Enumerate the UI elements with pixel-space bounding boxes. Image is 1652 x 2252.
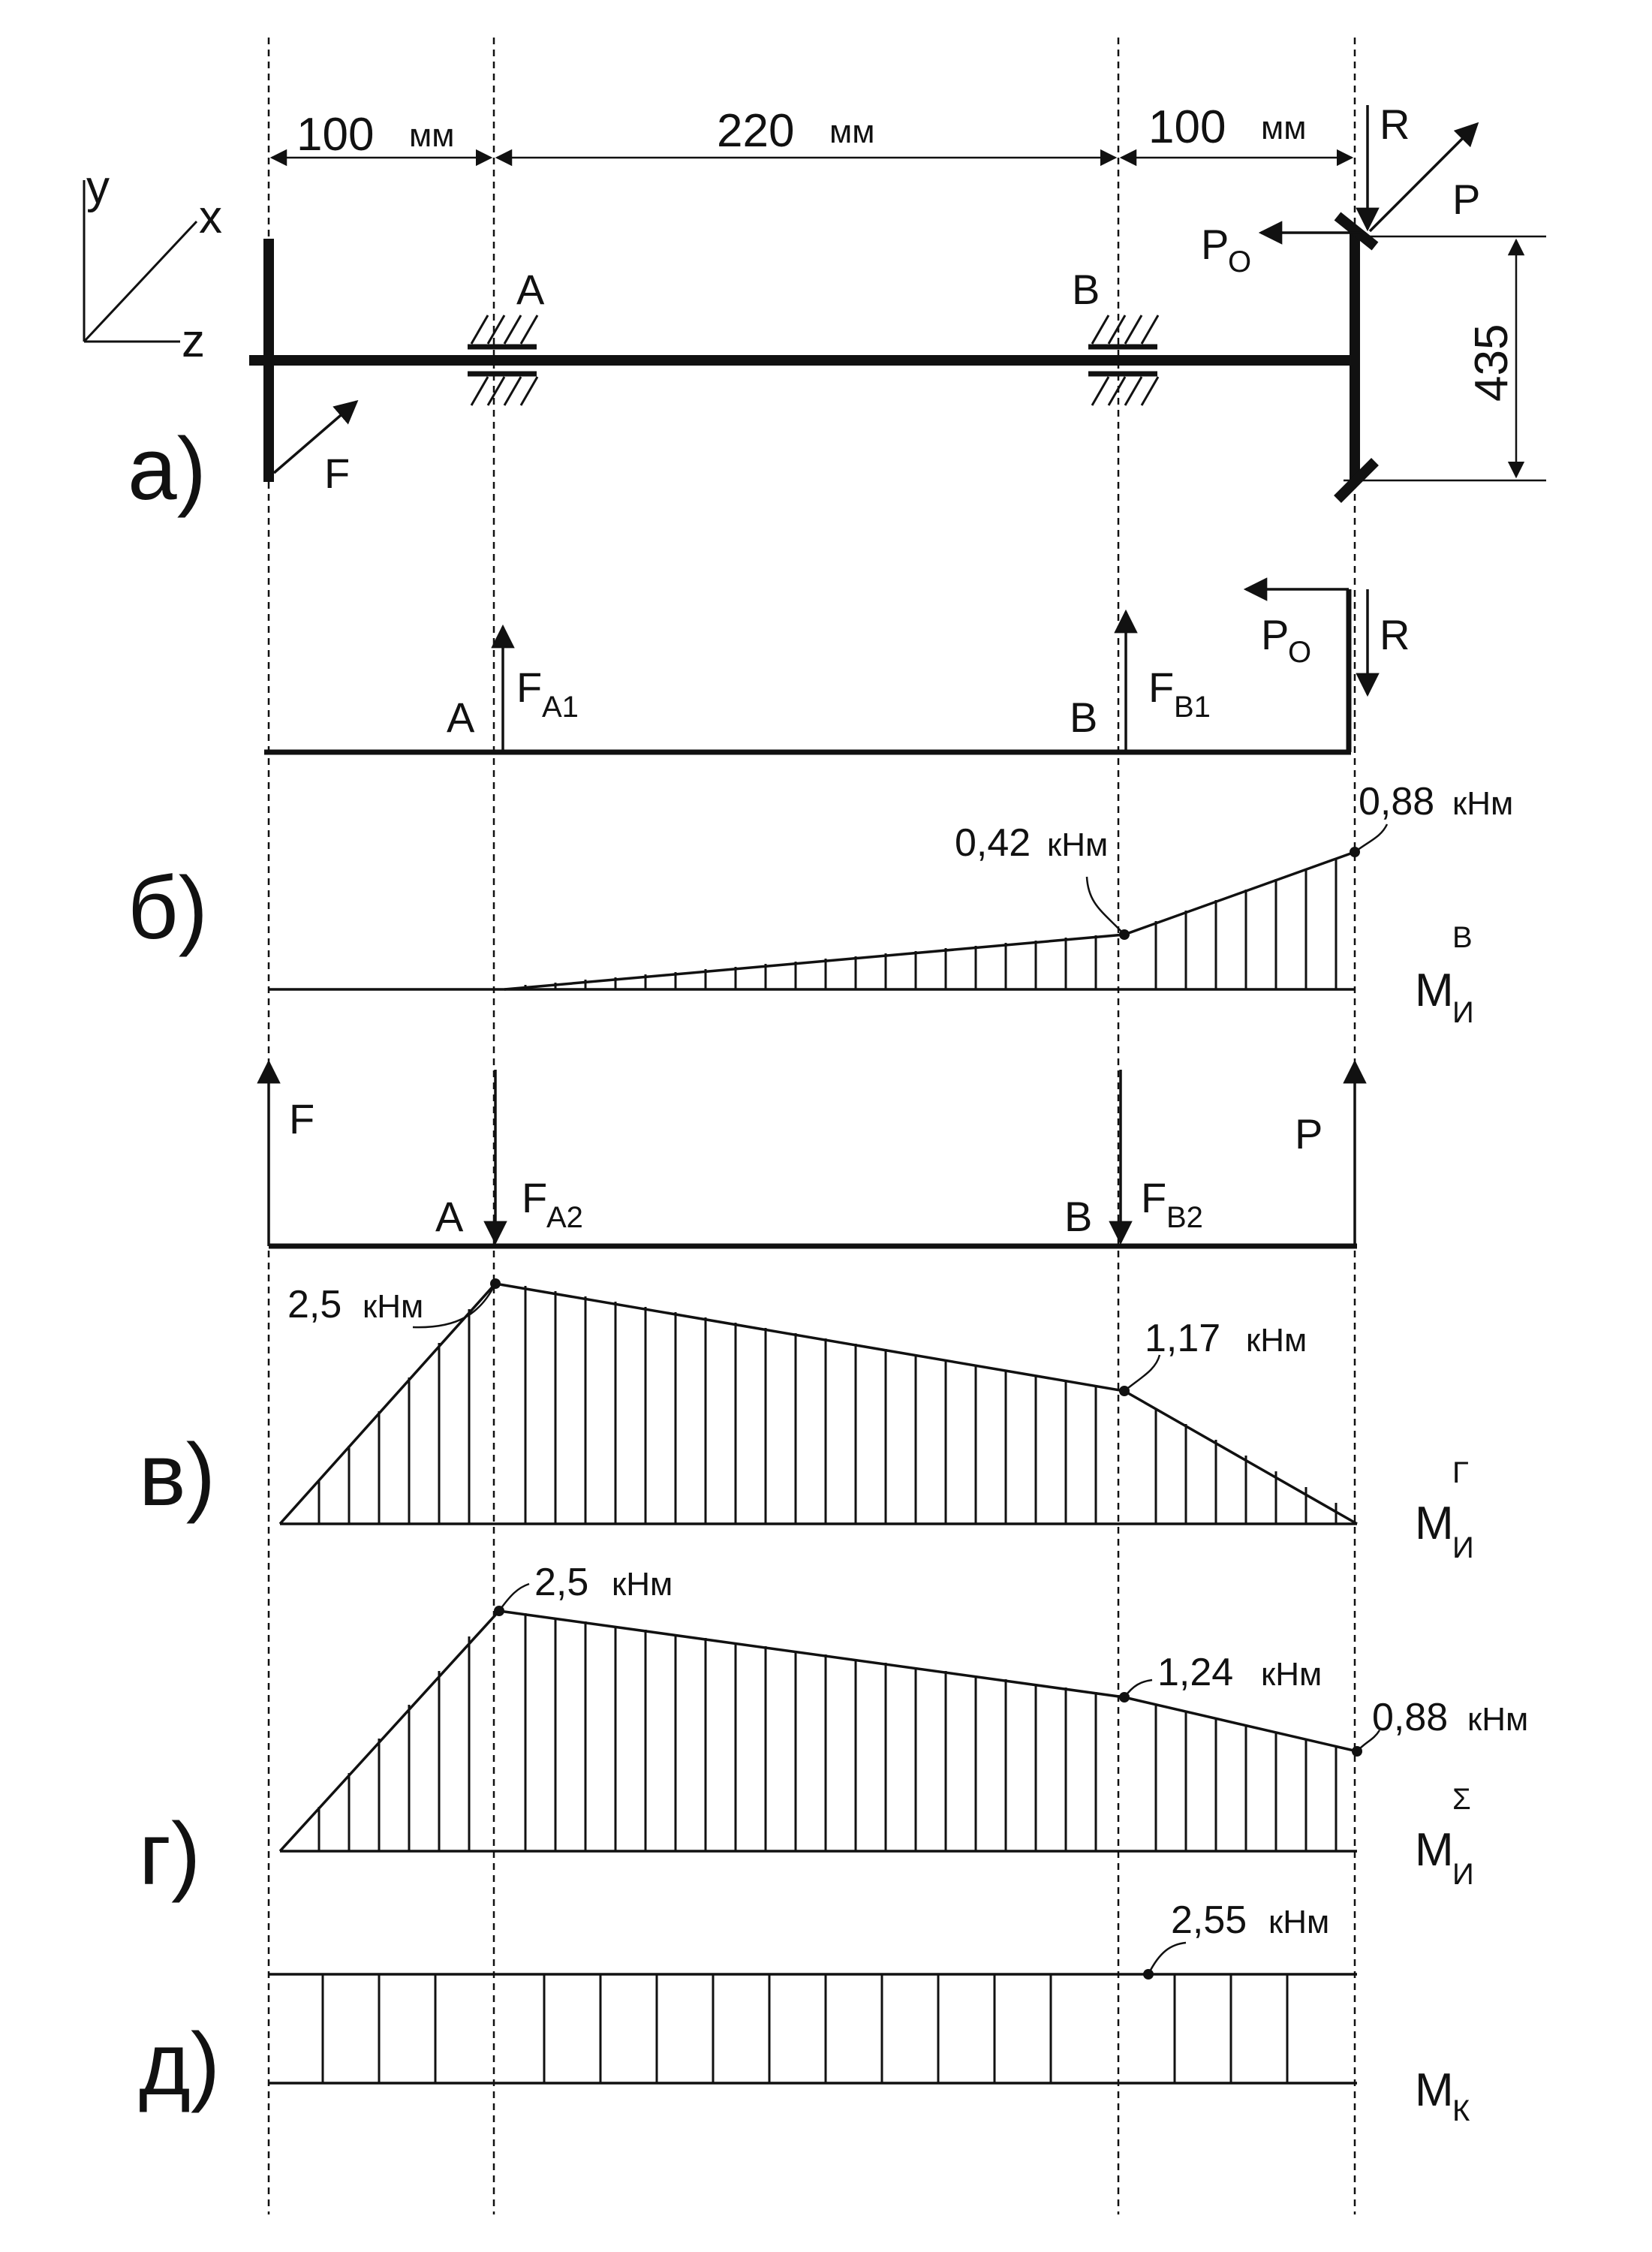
- force-f-label-scheme: F: [289, 1095, 314, 1143]
- reaction-fa1-label: F: [516, 664, 542, 711]
- moment-diagram-vertical: [269, 823, 1389, 991]
- moment-line-v: [278, 1282, 1358, 1525]
- moment-label-d: M: [1415, 2064, 1454, 2116]
- moment-label-g-sub: И: [1452, 1858, 1474, 1891]
- value-g3-number: 0,88: [1372, 1696, 1448, 1739]
- force-f-label-top: F: [324, 450, 350, 497]
- value-v1-unit: кНм: [363, 1288, 423, 1325]
- force-r-label-scheme: R: [1380, 611, 1410, 658]
- moment-label-b-sup: В: [1452, 921, 1473, 954]
- point-b-label-vertical: B: [1070, 694, 1097, 741]
- value-b2-number: 0,88: [1359, 780, 1434, 823]
- leader-b2: [1354, 823, 1389, 854]
- value-v2-unit: кНм: [1246, 1322, 1307, 1359]
- leader-g3: [1356, 1730, 1381, 1752]
- bearing-b-icon: [1088, 315, 1160, 406]
- panel-label-v: в): [139, 1426, 215, 1525]
- point-a-label-top: A: [516, 266, 545, 313]
- force-p-label-scheme: P: [1295, 1110, 1323, 1158]
- value-d1-unit: кНм: [1268, 1904, 1329, 1940]
- panel-label-a: а): [128, 420, 206, 519]
- dim-seg1-value: 100: [296, 109, 374, 161]
- value-v1-number: 2,5: [287, 1283, 342, 1326]
- dim-seg3-unit: мм: [1261, 110, 1307, 146]
- leader-v2: [1124, 1354, 1161, 1392]
- point-b-label-horizontal: B: [1064, 1193, 1092, 1240]
- value-g1-number: 2,5: [534, 1561, 588, 1604]
- moment-diagram-total: [278, 1582, 1381, 1853]
- leader-v1: [412, 1283, 497, 1329]
- force-p-label-top: P: [1452, 176, 1480, 223]
- moment-label-b: M: [1415, 965, 1454, 1016]
- vertical-plane-scheme: [264, 577, 1380, 755]
- panel-label-d: д): [139, 2015, 220, 2114]
- leader-g1: [498, 1582, 530, 1612]
- moment-line-b: [504, 851, 1356, 991]
- moment-diagram-horizontal: [278, 1278, 1358, 1525]
- moment-label-g-sup: Σ: [1452, 1783, 1471, 1816]
- moment-label-v-sup: Г: [1452, 1456, 1469, 1489]
- reaction-fb2-label: F: [1141, 1174, 1166, 1221]
- reaction-fa1-sub: A1: [542, 691, 579, 724]
- reaction-fb1-sub: B1: [1174, 691, 1211, 724]
- axis-label-y: y: [86, 161, 110, 213]
- point-a-label-vertical: A: [447, 694, 475, 741]
- value-d1-number: 2,55: [1171, 1898, 1247, 1942]
- moment-label-v: M: [1415, 1498, 1454, 1549]
- value-g1-unit: кНм: [612, 1566, 673, 1603]
- force-r-label-top: R: [1380, 101, 1410, 148]
- moment-label-b-sub: И: [1452, 996, 1474, 1029]
- dim-seg2-unit: мм: [829, 113, 875, 150]
- moment-label-g: M: [1415, 1824, 1454, 1876]
- force-p-arrow: [1368, 122, 1479, 233]
- bearing-a-icon: [468, 315, 539, 406]
- right-gear-tooth-bottom: [1334, 458, 1379, 503]
- moment-label-v-sub: И: [1452, 1531, 1474, 1564]
- moment-label-d-sub: К: [1452, 2094, 1470, 2127]
- leader-d1: [1147, 1941, 1187, 1975]
- dim-seg2-value: 220: [717, 105, 794, 157]
- value-b2-unit: кНм: [1452, 785, 1513, 822]
- hatch-g: [317, 1613, 1338, 1851]
- hatch-b: [524, 858, 1338, 989]
- reaction-fb2-sub: B2: [1166, 1201, 1203, 1234]
- point-a-label-horizontal: A: [435, 1193, 464, 1240]
- force-po-sub-scheme: O: [1288, 636, 1311, 669]
- dim-seg1-unit: мм: [409, 117, 455, 154]
- hatch-v: [317, 1286, 1338, 1524]
- value-b1-unit: кНм: [1047, 826, 1108, 863]
- horizontal-plane-scheme: [257, 1059, 1367, 1249]
- reaction-fa2-label: F: [522, 1174, 547, 1221]
- reaction-fb1-label: F: [1148, 664, 1174, 711]
- torque-diagram: [269, 1941, 1357, 2085]
- shaft-assembly: [249, 212, 1379, 503]
- force-po-label-top: P: [1201, 221, 1229, 268]
- moment-line-g: [278, 1609, 1358, 1853]
- value-g2-number: 1,24: [1157, 1651, 1233, 1694]
- dimension-lines: [269, 149, 1546, 482]
- value-v2-number: 1,17: [1145, 1317, 1220, 1360]
- panel-label-g: г): [139, 1805, 200, 1904]
- panel-label-b: б): [128, 859, 208, 958]
- reaction-fa2-sub: A2: [546, 1201, 583, 1234]
- value-g2-unit: кНм: [1261, 1656, 1322, 1693]
- point-b-label-top: B: [1072, 266, 1100, 313]
- hatch-d: [321, 1974, 1289, 2083]
- axis-label-x: x: [199, 191, 222, 243]
- force-po-sub-top: O: [1228, 245, 1251, 278]
- value-g3-unit: кНм: [1467, 1701, 1528, 1738]
- leader-b1: [1085, 876, 1125, 935]
- value-b1-number: 0,42: [955, 821, 1031, 865]
- axis-label-z: z: [182, 315, 205, 367]
- force-po-label-scheme: P: [1261, 611, 1289, 658]
- dim-seg3-value: 100: [1148, 101, 1226, 153]
- force-f-arrow: [272, 399, 359, 474]
- leader-g2: [1124, 1678, 1153, 1698]
- axes-icon: [83, 180, 198, 343]
- dim-height-value: 435: [1466, 324, 1518, 402]
